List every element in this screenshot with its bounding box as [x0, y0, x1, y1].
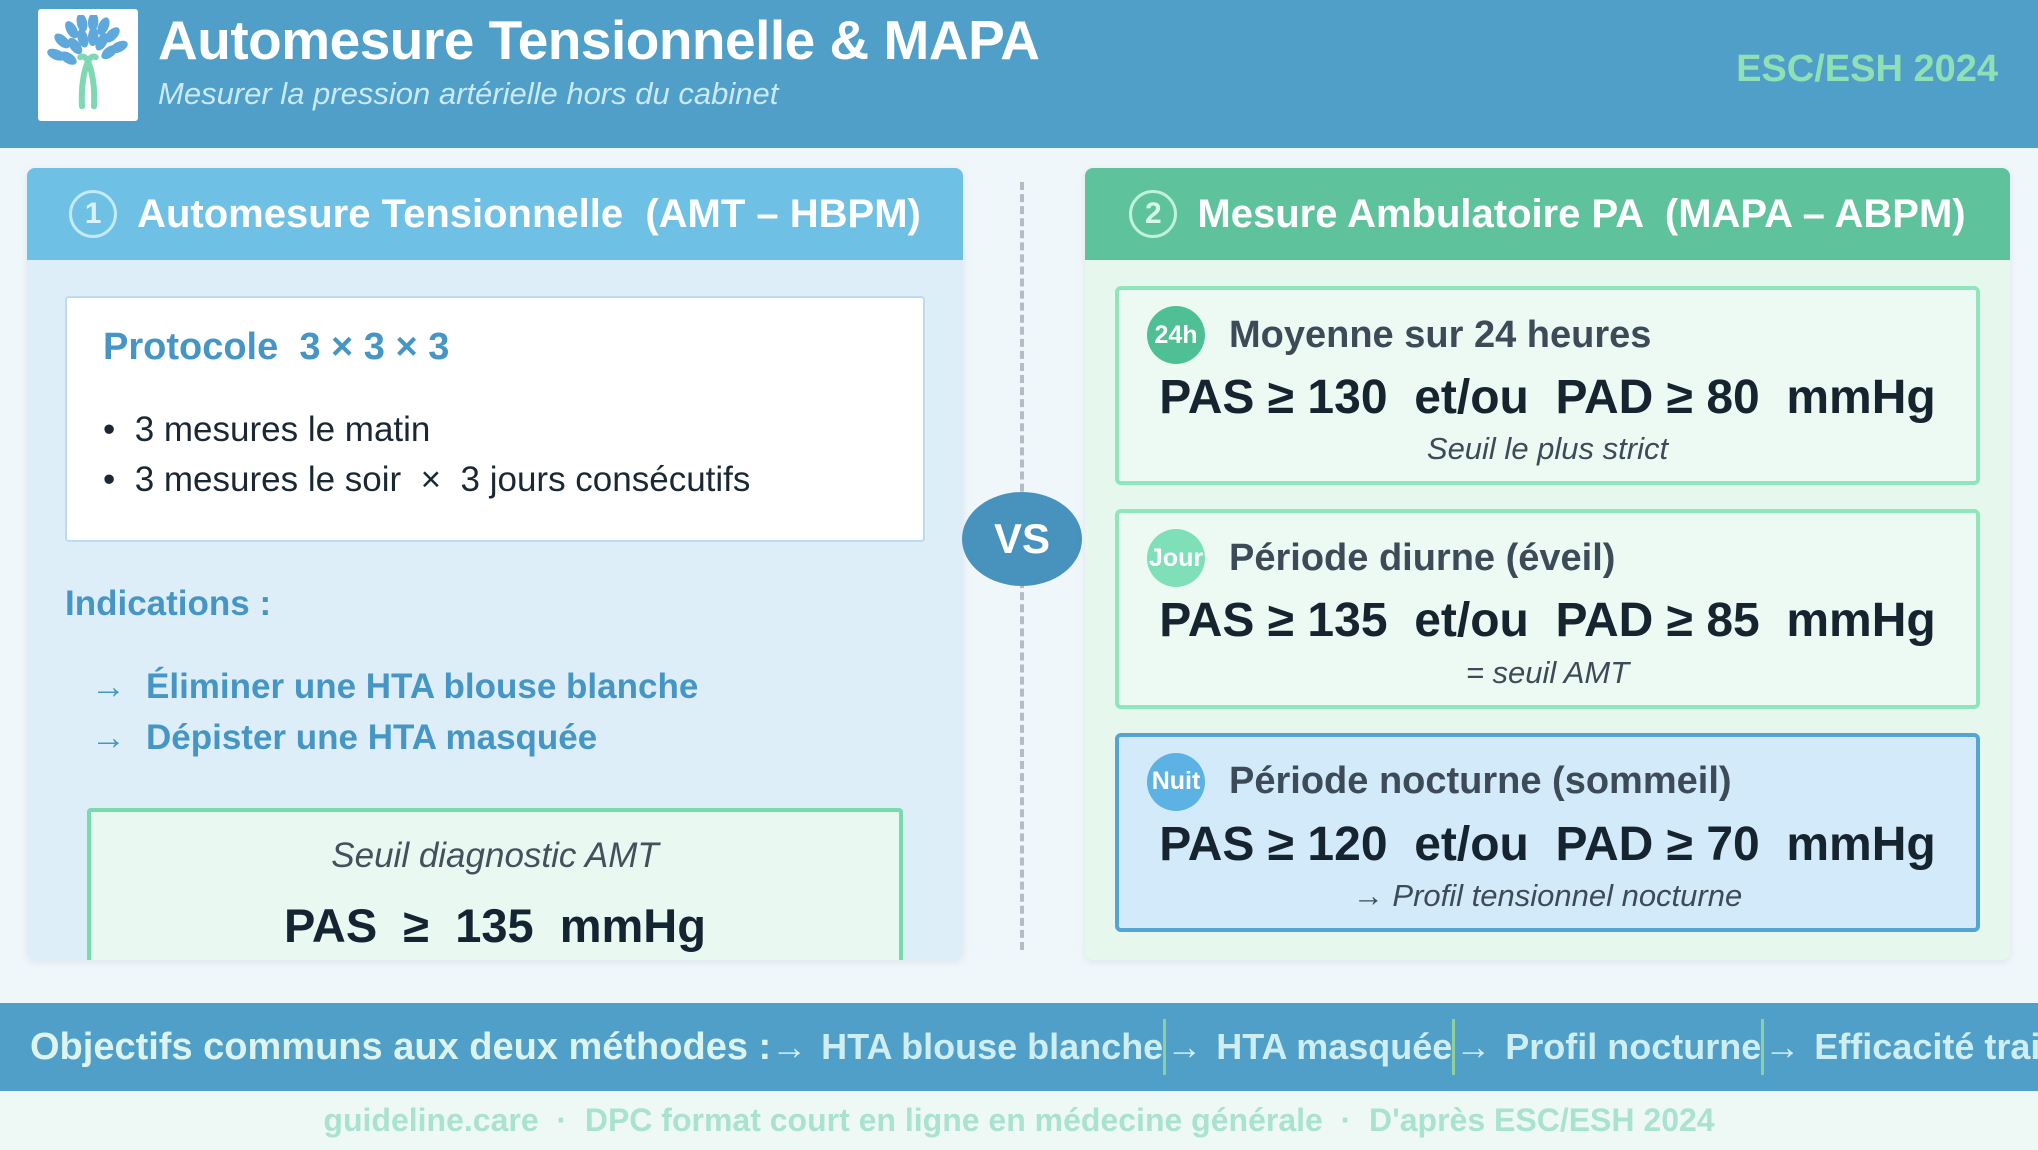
- objective-text: Efficacité traitement: [1814, 1026, 2038, 1067]
- badge-nuit-icon: Nuit: [1147, 752, 1205, 811]
- indication-item: → Dépister une HTA masquée: [65, 713, 925, 764]
- panel-amt-body: Protocole 3 × 3 × 3 3 mesures le matin 3…: [27, 260, 963, 960]
- protocol-title: Protocole 3 × 3 × 3: [103, 326, 450, 368]
- indication-text: Éliminer une HTA blouse blanche: [146, 667, 699, 707]
- panel-mapa: 2 Mesure Ambulatoire PA (MAPA – ABPM) 24…: [1085, 168, 2010, 960]
- objective-item: → Efficacité traitement: [1764, 1026, 2038, 1068]
- threshold-pas-value: PAS ≥ 135 mmHg: [284, 898, 706, 952]
- card-jour-header: Jour Période diurne (éveil): [1147, 529, 1948, 588]
- panel-amt: 1 Automesure Tensionnelle (AMT – HBPM) P…: [27, 168, 963, 960]
- circled-number-2-icon: 2: [1129, 190, 1178, 238]
- card-nuit-title: Période nocturne (sommeil): [1229, 760, 1732, 803]
- card-nuit: Nuit Période nocturne (sommeil) PAS ≥ 12…: [1115, 732, 1980, 932]
- guideline-source-badge: ESC/ESH 2024: [1736, 48, 1998, 90]
- card-24h-note: Seuil le plus strict: [1426, 431, 1669, 467]
- arrow-right-icon: →: [91, 667, 126, 707]
- objective-text: HTA masquée: [1216, 1026, 1453, 1067]
- protocol-box: Protocole 3 × 3 × 3 3 mesures le matin 3…: [65, 296, 925, 543]
- objective-text: HTA blouse blanche: [821, 1026, 1164, 1067]
- page-subtitle: Mesurer la pression artérielle hors du c…: [158, 76, 779, 111]
- card-jour-note: = seuil AMT: [1465, 654, 1630, 690]
- page-title: Automesure Tensionnelle & MAPA: [158, 9, 1040, 71]
- indications-label: Indications :: [65, 584, 272, 624]
- logo: [38, 9, 138, 121]
- indication-text: Dépister une HTA masquée: [146, 718, 598, 758]
- panel-amt-header: 1 Automesure Tensionnelle (AMT – HBPM): [27, 168, 963, 260]
- objective-item: → HTA blouse blanche: [771, 1026, 1163, 1068]
- card-nuit-value: PAS ≥ 120 et/ou PAD ≥ 70 mmHg: [1159, 817, 1936, 871]
- protocol-bullet: 3 mesures le matin: [103, 405, 887, 455]
- panel-mapa-body: 24h Moyenne sur 24 heures PAS ≥ 130 et/o…: [1085, 260, 2010, 960]
- objective-item: → HTA masquée: [1166, 1026, 1452, 1068]
- header-titles: Automesure Tensionnelle & MAPA Mesurer l…: [158, 8, 1040, 112]
- indication-item: → Éliminer une HTA blouse blanche: [65, 662, 925, 713]
- protocol-bullet: 3 mesures le soir × 3 jours consécutifs: [103, 455, 887, 505]
- vertical-divider: [1452, 1019, 1456, 1075]
- card-jour-value: PAS ≥ 135 et/ou PAD ≥ 85 mmHg: [1159, 594, 1936, 648]
- arrow-right-icon: →: [1166, 1026, 1203, 1067]
- vertical-divider: [1163, 1019, 1167, 1075]
- amt-threshold-box: Seuil diagnostic AMT PAS ≥ 135 mmHg et /…: [87, 807, 903, 960]
- objective-text: Profil nocturne: [1505, 1026, 1762, 1067]
- arrow-right-icon: →: [771, 1026, 808, 1067]
- vertical-divider: [1761, 1019, 1765, 1075]
- card-24h-header: 24h Moyenne sur 24 heures: [1147, 306, 1948, 364]
- card-jour: Jour Période diurne (éveil) PAS ≥ 135 et…: [1115, 509, 1980, 709]
- header: Automesure Tensionnelle & MAPA Mesurer l…: [0, 0, 2038, 148]
- panel-mapa-header: 2 Mesure Ambulatoire PA (MAPA – ABPM): [1085, 168, 2010, 260]
- threshold-caption: Seuil diagnostic AMT: [331, 835, 659, 875]
- badge-jour-icon: Jour: [1147, 529, 1205, 588]
- arrow-right-icon: →: [1455, 1026, 1492, 1067]
- panel-mapa-title: Mesure Ambulatoire PA (MAPA – ABPM): [1197, 191, 1966, 236]
- panel-amt-title: Automesure Tensionnelle (AMT – HBPM): [137, 191, 921, 236]
- tree-logo-icon: [47, 15, 128, 110]
- circled-number-1-icon: 1: [69, 190, 118, 238]
- vs-badge: VS: [962, 492, 1082, 586]
- card-nuit-note: → Profil tensionnel nocturne: [1352, 877, 1743, 913]
- card-24h: 24h Moyenne sur 24 heures PAS ≥ 130 et/o…: [1115, 286, 1980, 486]
- objectives-bar: Objectifs communs aux deux méthodes : → …: [0, 1003, 2038, 1091]
- objectives-label: Objectifs communs aux deux méthodes :: [30, 1025, 772, 1068]
- objectives-items: → HTA blouse blanche → HTA masquée → Pro…: [771, 1003, 2038, 1091]
- objective-item: → Profil nocturne: [1455, 1026, 1761, 1068]
- card-24h-value: PAS ≥ 130 et/ou PAD ≥ 80 mmHg: [1159, 371, 1936, 425]
- card-24h-title: Moyenne sur 24 heures: [1229, 313, 1652, 356]
- arrow-right-icon: →: [91, 718, 126, 758]
- protocol-bullet-list: 3 mesures le matin 3 mesures le soir × 3…: [103, 405, 887, 504]
- card-nuit-header: Nuit Période nocturne (sommeil): [1147, 752, 1948, 811]
- badge-24h-icon: 24h: [1147, 306, 1205, 364]
- arrow-right-icon: →: [1764, 1026, 1801, 1067]
- card-jour-title: Période diurne (éveil): [1229, 536, 1616, 579]
- footer-credit: guideline.care · DPC format court en lig…: [0, 1091, 2038, 1150]
